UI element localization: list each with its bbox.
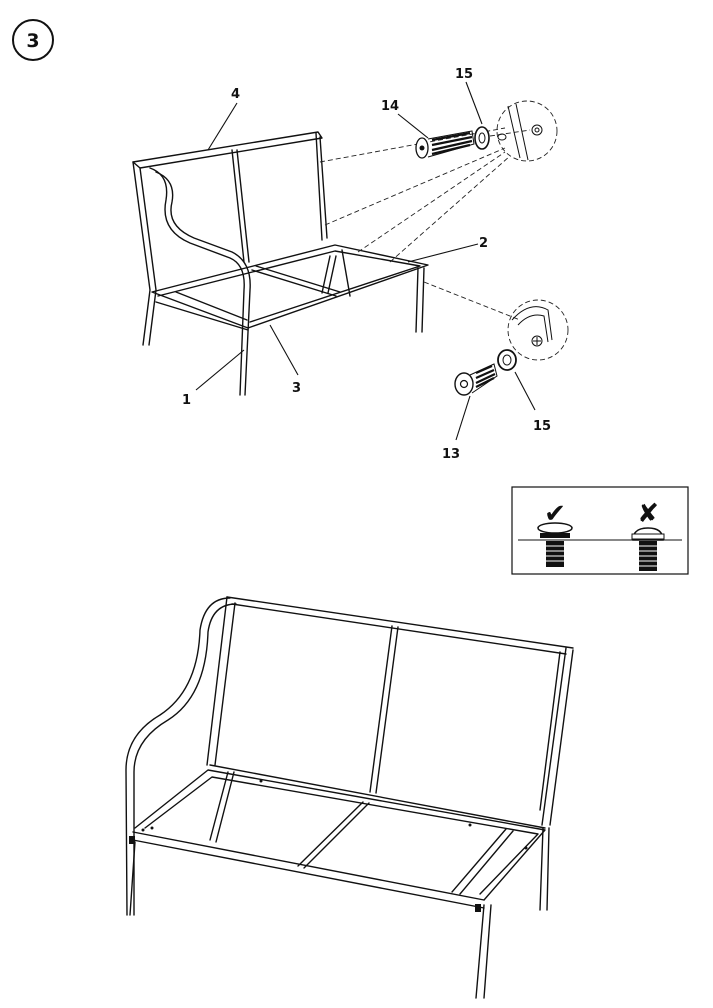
callout-2: 2 [479, 236, 488, 251]
washer-15-bottom-icon [497, 349, 517, 371]
callout-14: 14 [381, 99, 399, 114]
bolt-13-icon [454, 363, 498, 396]
correct-check-icon: ✔ [544, 499, 566, 529]
wrong-cross-icon: ✘ [637, 499, 659, 529]
callout-4: 4 [231, 87, 240, 102]
bolt-14-icon [415, 130, 475, 159]
step-number: 3 [26, 30, 39, 52]
top-frame-drawing: 4 14 15 2 1 3 13 15 [132, 67, 569, 462]
washer-15-icon [474, 126, 490, 150]
callout-13: 13 [442, 447, 460, 462]
callout-15-bottom: 15 [533, 419, 551, 434]
callout-1: 1 [182, 393, 191, 408]
callout-3: 3 [292, 381, 301, 396]
washer-orientation-tip: ✔ ✘ [511, 486, 689, 575]
callout-15: 15 [455, 67, 473, 82]
completed-frame-drawing [125, 596, 574, 999]
step-badge: 3 [12, 19, 54, 61]
